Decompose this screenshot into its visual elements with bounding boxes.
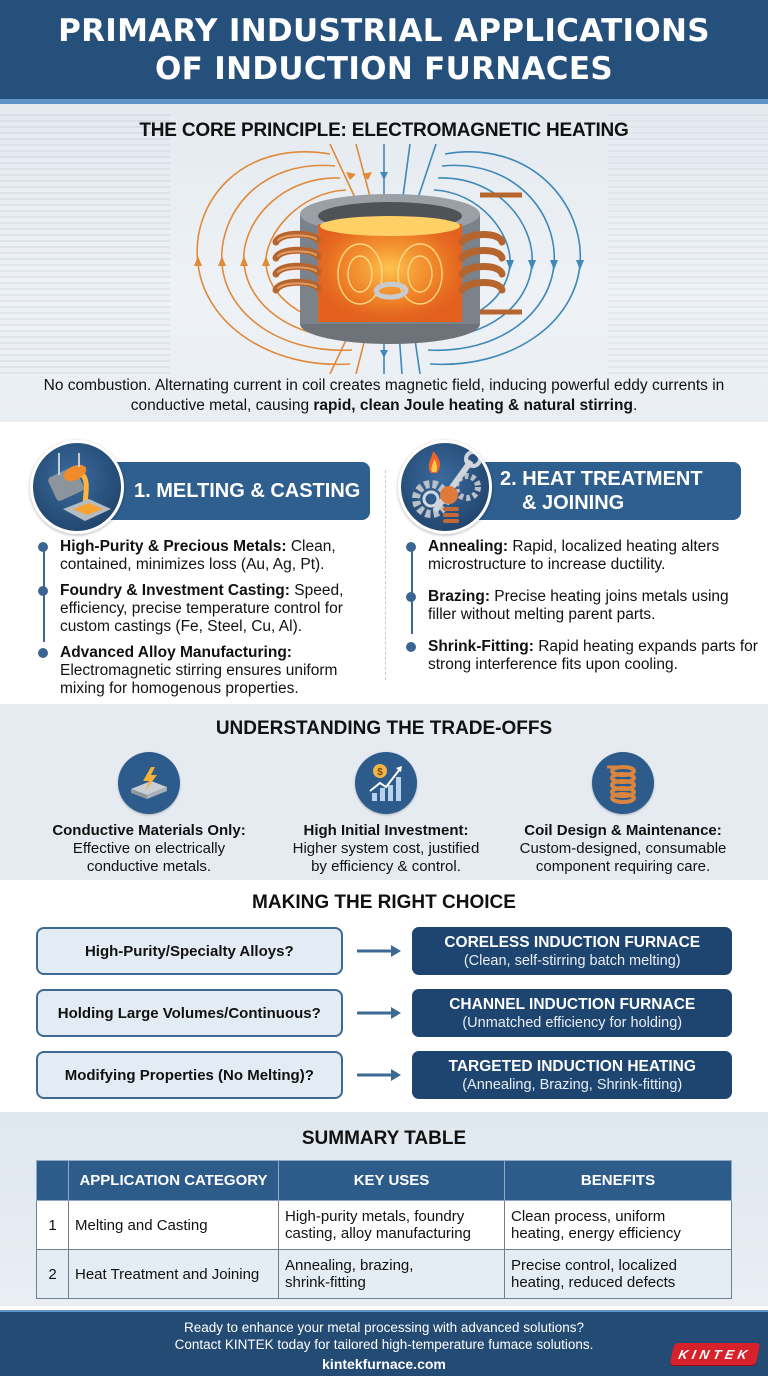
title-line-2: OF INDUCTION FURNACES [155,50,613,87]
choice-question: Holding Large Volumes/Continuous? [36,989,343,1037]
tradeoff-conductive-materials: Conductive Materials Only: Effective on … [34,752,264,876]
tradeoff-title: Coil Design & Maintenance: [524,822,722,839]
tradeoff-title: High Initial Investment: [303,822,469,839]
application-1-title: MELTING & CASTING [156,480,361,502]
page-title: PRIMARY INDUSTRIAL APPLICATIONS OF INDUC… [58,12,710,88]
table-row: 1 Melting and Casting High-purity metals… [36,1200,732,1250]
gears-wrench-flame-icon [398,440,492,534]
arrow-right-icon [343,1068,413,1082]
choice-question: High-Purity/Specialty Alloys? [36,927,343,975]
bullet-item: Brazing: Precise heating joins metals us… [406,588,758,624]
arrow-right-icon [343,944,413,958]
footer-cta-line-1: Ready to enhance your metal processing w… [184,1320,584,1335]
heat-treatment-bullets: Annealing: Rapid, localized heating alte… [398,538,758,674]
application-heat-treatment-joining: 2. HEAT TREATMENT & JOINING Annealing: R… [398,422,758,688]
arrow-right-icon [343,1006,413,1020]
column-header-benefits: BENEFITS [504,1160,732,1201]
tradeoff-coil-design: Coil Design & Maintenance: Custom-design… [508,752,738,876]
applications-section: 1. MELTING & CASTING High-Purity & Preci… [0,422,768,704]
website-link[interactable]: kintekfurnace.com [322,1356,446,1372]
choice-answer: CORELESS INDUCTION FURNACE (Clean, self-… [412,927,732,975]
row-number: 1 [36,1200,69,1250]
summary-table-section: SUMMARY TABLE APPLICATION CATEGORY KEY U… [0,1112,768,1306]
core-principle-title: THE CORE PRINCIPLE: ELECTROMAGNETIC HEAT… [139,120,629,141]
cost-growth-chart-icon: $ [355,752,417,814]
melting-casting-banner: 1. MELTING & CASTING [78,462,370,520]
choice-row: High-Purity/Specialty Alloys? CORELESS I… [36,926,732,976]
application-melting-casting: 1. MELTING & CASTING High-Purity & Preci… [30,422,380,706]
tradeoffs-title: UNDERSTANDING THE TRADE-OFFS [215,718,553,739]
title-line-1: PRIMARY INDUSTRIAL APPLICATIONS [58,12,710,49]
timeline-rail [43,550,45,642]
application-1-number: 1. [134,480,151,502]
choice-answer: CHANNEL INDUCTION FURNACE (Unmatched eff… [412,989,732,1037]
table-header-row: APPLICATION CATEGORY KEY USES BENEFITS [36,1160,732,1201]
footer-cta-line-2: Contact KINTEK today for tailored high-t… [174,1337,594,1352]
bullet-item: Annealing: Rapid, localized heating alte… [406,538,758,574]
choice-title: MAKING THE RIGHT CHOICE [252,892,516,913]
svg-text:$: $ [377,767,383,778]
core-principle-section: THE CORE PRINCIPLE: ELECTROMAGNETIC HEAT… [0,104,768,422]
copper-coil-icon [592,752,654,814]
footer: Ready to enhance your metal processing w… [0,1310,768,1376]
column-header-key-uses: KEY USES [278,1160,505,1201]
heat-treatment-banner: 2. HEAT TREATMENT & JOINING [446,462,741,520]
summary-table: APPLICATION CATEGORY KEY USES BENEFITS 1… [36,1160,732,1299]
bullet-item: Advanced Alloy Manufacturing: Electromag… [38,644,380,698]
application-2-title-line-2: & JOINING [522,492,625,514]
tradeoff-title: Conductive Materials Only: [52,822,246,839]
row-number: 2 [36,1249,69,1299]
row-category: Melting and Casting [68,1200,279,1250]
row-category: Heat Treatment and Joining [68,1249,279,1299]
bullet-item: High-Purity & Precious Metals: Clean, co… [38,538,380,574]
choice-question: Modifying Properties (No Melting)? [36,1051,343,1099]
summary-title: SUMMARY TABLE [301,1128,467,1149]
choice-answer: TARGETED INDUCTION HEATING (Annealing, B… [412,1051,732,1099]
tradeoffs-section: UNDERSTANDING THE TRADE-OFFS Conductive … [0,704,768,880]
melting-casting-bullets: High-Purity & Precious Metals: Clean, co… [30,538,380,698]
warehouse-background-left [0,114,170,374]
making-the-right-choice-section: MAKING THE RIGHT CHOICE High-Purity/Spec… [0,880,768,1112]
choice-row: Holding Large Volumes/Continuous? CHANNE… [36,988,732,1038]
metal-plate-lightning-icon [118,752,180,814]
tradeoff-initial-investment: $ High Initial Investment: Higher system… [271,752,501,876]
core-principle-caption: No combustion. Alternating current in co… [43,377,725,414]
bullet-item: Foundry & Investment Casting: Speed, eff… [38,582,380,636]
table-row: 2 Heat Treatment and Joining Annealing, … [36,1249,732,1299]
column-header-number [36,1160,69,1201]
ladle-pouring-icon [30,440,124,534]
page-header: PRIMARY INDUSTRIAL APPLICATIONS OF INDUC… [0,0,768,104]
choice-row: Modifying Properties (No Melting)? TARGE… [36,1050,732,1100]
warehouse-background-right [608,114,768,374]
application-2-title-line-1: 2. HEAT TREATMENT [500,468,703,490]
bullet-item: Shrink-Fitting: Rapid heating expands pa… [406,638,758,673]
induction-furnace-field-lines-icon [194,144,584,374]
caption-emphasis: rapid, clean Joule heating & natural sti… [313,397,633,414]
column-divider [385,470,386,680]
column-header-category: APPLICATION CATEGORY [68,1160,279,1201]
row-key-uses: Annealing, brazing,shrink-fitting [278,1249,505,1299]
kintek-logo: KINTEK [669,1343,761,1365]
